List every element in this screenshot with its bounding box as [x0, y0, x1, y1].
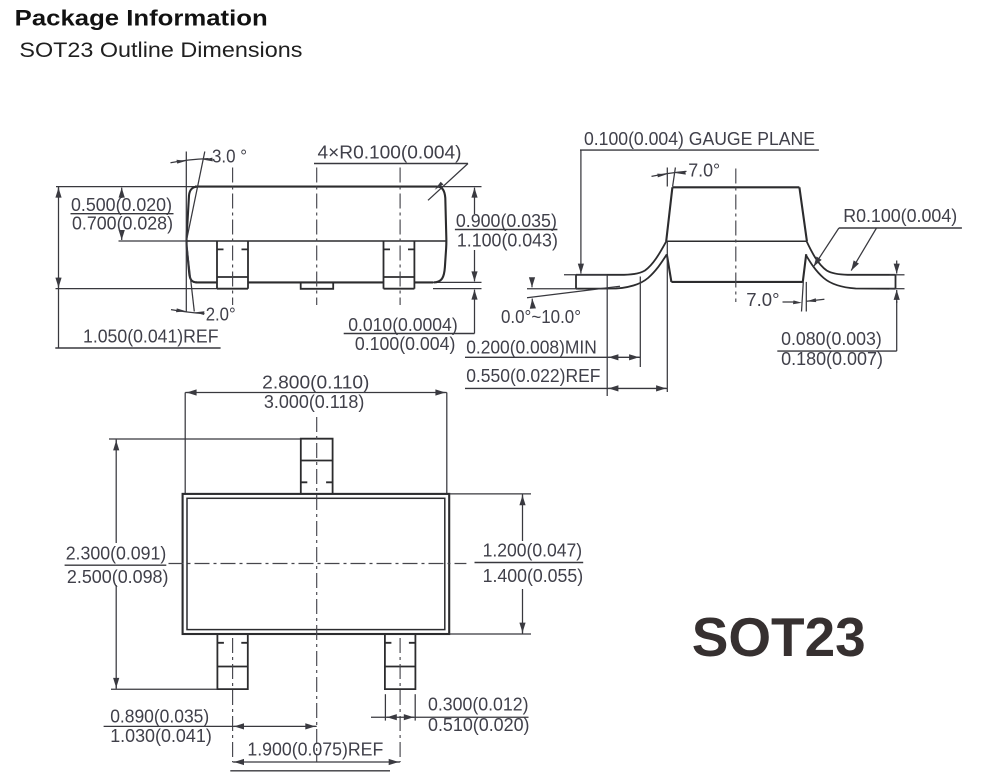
svg-text:2.800(0.110): 2.800(0.110) [262, 372, 369, 392]
svg-text:0.890(0.035): 0.890(0.035) [110, 706, 209, 726]
svg-text:2.300(0.091): 2.300(0.091) [66, 544, 167, 564]
svg-text:7.0°: 7.0° [688, 161, 720, 181]
svg-text:0.510(0.020): 0.510(0.020) [428, 715, 530, 735]
svg-text:0.900(0.035): 0.900(0.035) [456, 211, 557, 231]
svg-text:0.080(0.003): 0.080(0.003) [781, 329, 882, 349]
svg-text:0.200(0.008)MIN: 0.200(0.008)MIN [466, 338, 597, 358]
svg-text:0.180(0.007): 0.180(0.007) [781, 349, 883, 369]
svg-text:1.900(0.075)REF: 1.900(0.075)REF [247, 739, 383, 759]
svg-text:Package Information: Package Information [15, 6, 268, 31]
svg-text:3.000(0.118): 3.000(0.118) [264, 392, 365, 412]
svg-text:SOT23 Outline Dimensions: SOT23 Outline Dimensions [19, 38, 302, 62]
svg-text:7.0°: 7.0° [746, 290, 779, 310]
svg-text:1.400(0.055): 1.400(0.055) [483, 566, 584, 586]
svg-text:1.050(0.041)REF: 1.050(0.041)REF [83, 327, 219, 347]
svg-text:1.100(0.043): 1.100(0.043) [457, 230, 558, 250]
svg-text:SOT23: SOT23 [692, 606, 866, 668]
svg-text:4×R0.100(0.004): 4×R0.100(0.004) [318, 143, 462, 163]
svg-text:1.030(0.041): 1.030(0.041) [110, 726, 212, 746]
svg-text:0.500(0.020): 0.500(0.020) [71, 195, 172, 215]
svg-text:2.500(0.098): 2.500(0.098) [67, 567, 169, 587]
svg-text:0.550(0.022)REF: 0.550(0.022)REF [466, 366, 600, 386]
svg-text:3.0 °: 3.0 ° [212, 146, 247, 166]
svg-text:0.300(0.012): 0.300(0.012) [428, 695, 529, 715]
svg-text:0.100(0.004) GAUGE PLANE: 0.100(0.004) GAUGE PLANE [584, 129, 815, 149]
svg-text:0.0°~10.0°: 0.0°~10.0° [501, 307, 581, 327]
svg-text:1.200(0.047): 1.200(0.047) [483, 540, 582, 560]
svg-text:R0.100(0.004): R0.100(0.004) [843, 206, 957, 226]
svg-text:0.100(0.004): 0.100(0.004) [355, 334, 456, 354]
svg-text:2.0°: 2.0° [206, 304, 236, 324]
svg-text:0.700(0.028): 0.700(0.028) [72, 213, 173, 233]
svg-text:0.010(0.0004): 0.010(0.0004) [348, 315, 458, 335]
